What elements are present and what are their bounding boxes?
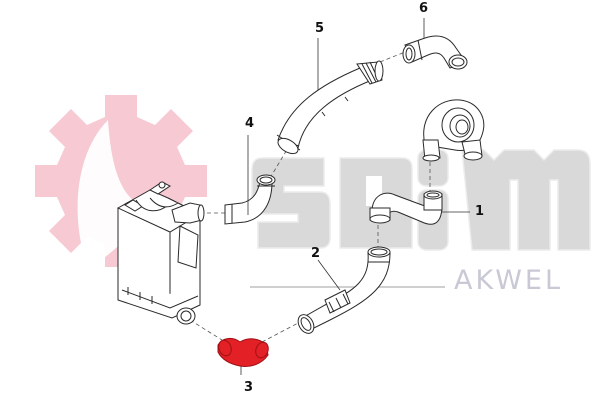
part-5-curved-pipe xyxy=(276,60,384,155)
callout-5: 5 xyxy=(315,21,325,36)
part-4-elbow-hose xyxy=(224,174,276,225)
part-2-long-hose xyxy=(297,246,391,334)
intercooler xyxy=(116,181,205,325)
part-3-red-elbow-hose xyxy=(217,337,269,367)
part-6-short-elbow xyxy=(402,35,468,70)
callout-1: 1 xyxy=(475,204,485,219)
callout-6: 6 xyxy=(419,1,429,16)
watermark-brand-text: AKWEL xyxy=(454,265,564,296)
part-1-s-bend-hose xyxy=(369,190,443,225)
connection-lines xyxy=(189,51,431,343)
callout-2: 2 xyxy=(311,246,321,261)
callout-3: 3 xyxy=(244,380,254,395)
turbocharger xyxy=(422,99,485,162)
leader-lines xyxy=(240,18,470,375)
callout-4: 4 xyxy=(245,116,255,131)
watermark-logo-letters xyxy=(251,149,591,251)
